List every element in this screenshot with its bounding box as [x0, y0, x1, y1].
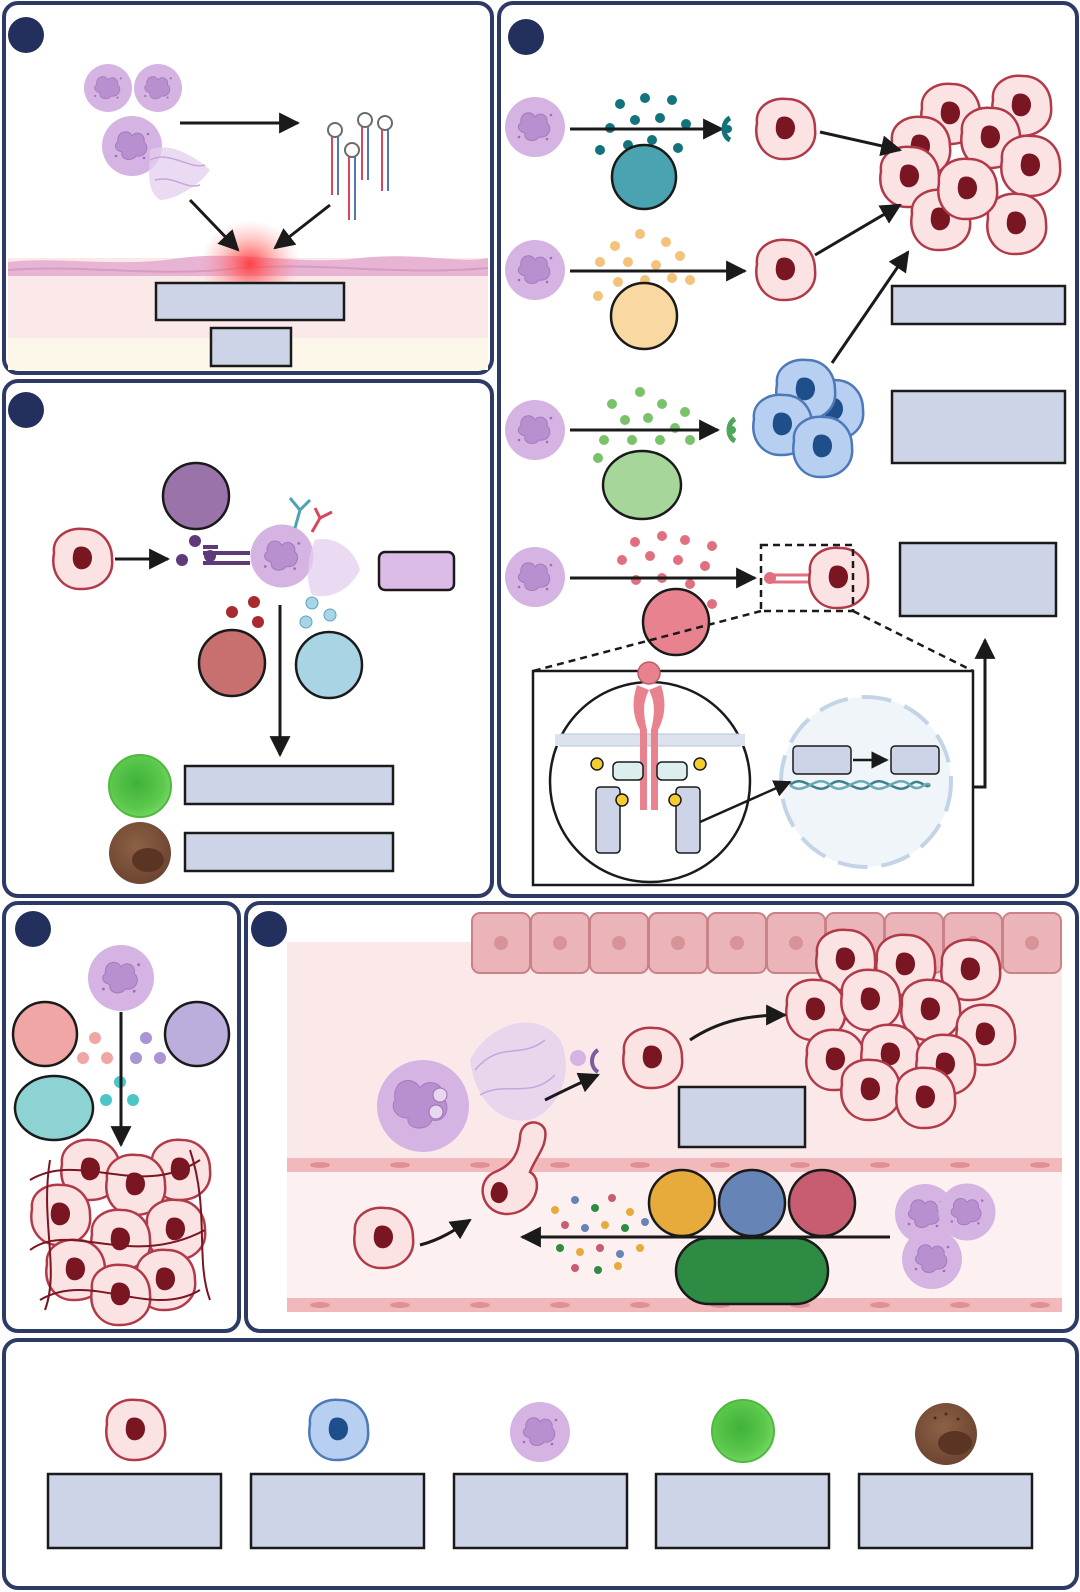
yellow-cell — [609, 281, 679, 351]
legend-label-box-5 — [857, 1472, 1034, 1550]
platelet-green — [674, 1236, 830, 1306]
top-right-label-box-1 — [890, 284, 1067, 326]
panel-badges — [8, 17, 544, 947]
orange-cell — [647, 1168, 717, 1238]
rose-cell — [787, 1168, 857, 1238]
legend-label-box-4 — [654, 1472, 831, 1550]
top-right-label-box-3 — [898, 541, 1058, 618]
pink-receptor — [764, 572, 812, 584]
net-strands-2 — [308, 539, 360, 597]
net-strands — [149, 147, 210, 200]
legend-t-cell-icon — [711, 1399, 775, 1463]
middle-left-small-box — [377, 550, 456, 592]
aqua-cell — [13, 1074, 95, 1142]
bottom-left-content — [11, 944, 231, 1327]
legend-macrophage-icon — [915, 1403, 977, 1465]
legend-label-box-1 — [46, 1472, 223, 1550]
legend-label-box-2 — [249, 1472, 426, 1550]
badge-middle-left — [8, 392, 44, 428]
top-left-rna-hairpins — [327, 112, 393, 220]
nucleus — [779, 695, 953, 869]
zoom-box — [759, 543, 855, 613]
top-left-label-box-1 — [154, 281, 346, 322]
receptor-dimer — [633, 661, 665, 810]
green-cell — [601, 449, 683, 521]
middle-left-label-box-2 — [183, 831, 395, 873]
lavender-cell — [163, 1000, 231, 1068]
fibrin-strands — [29, 1149, 211, 1311]
top-left-label-box-2 — [209, 326, 293, 368]
badge-bottom-right — [251, 911, 287, 947]
epithelium — [471, 912, 1062, 974]
top-right-row-4 — [504, 531, 974, 673]
colored-particles — [551, 1194, 649, 1274]
badge-top-right — [508, 19, 544, 55]
legend-stem-like-cell-icon — [308, 1398, 370, 1462]
legend-label-box-3 — [452, 1472, 629, 1550]
lightblue-cell — [294, 630, 364, 700]
large-neutrophil — [377, 1060, 469, 1152]
legend-label-boxes — [46, 1472, 1034, 1550]
membrane-circle — [548, 680, 752, 884]
red-cell — [197, 628, 267, 698]
top-right-row-1 — [504, 93, 817, 211]
badge-top-left — [8, 17, 44, 53]
middle-left-label-box-1 — [183, 764, 395, 806]
top-left-neutrophils — [83, 63, 210, 200]
top-right-row-3 — [504, 358, 865, 521]
zoom-inset — [531, 661, 975, 887]
top-left-arrows — [180, 112, 331, 252]
middle-t-cell — [108, 754, 172, 818]
purple-cell — [161, 461, 231, 531]
top-right-row-2 — [504, 229, 817, 351]
bottom-right-content — [287, 912, 1062, 1312]
legend-icons — [105, 1398, 977, 1465]
badge-bottom-left — [15, 911, 51, 947]
bottom-right-label-box — [677, 1085, 807, 1149]
legend-tumor-cell-icon — [105, 1398, 167, 1462]
extravasating-tumor — [481, 1121, 547, 1216]
top-right-label-box-2 — [890, 389, 1067, 465]
net-strands-3 — [470, 1022, 566, 1121]
teal-cell — [610, 143, 678, 211]
blue-cell — [717, 1168, 787, 1238]
salmon-cell — [11, 1000, 79, 1068]
legend-neutrophil-icon — [509, 1401, 571, 1463]
middle-left-content — [52, 461, 456, 884]
pink-cell — [641, 587, 711, 657]
panel-legend — [2, 1338, 1079, 1590]
